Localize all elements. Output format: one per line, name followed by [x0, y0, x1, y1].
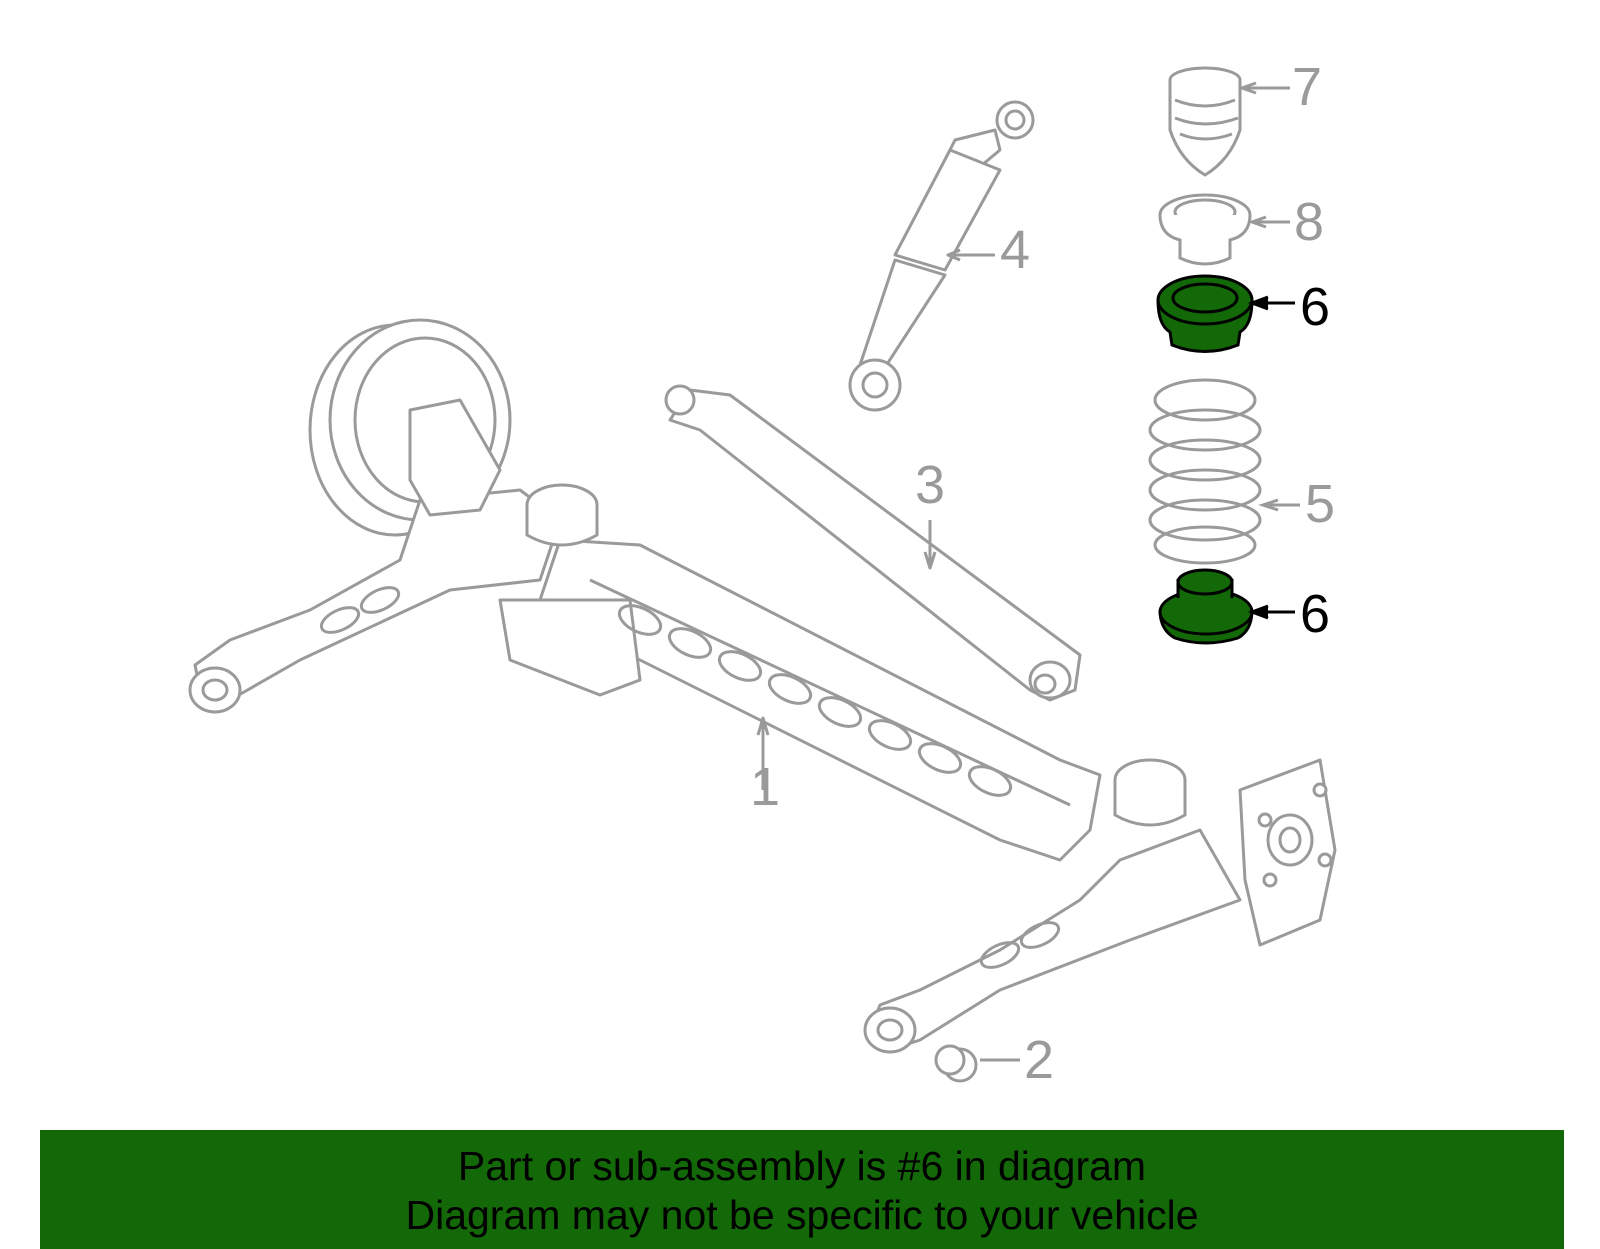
callout-4: 4	[1000, 220, 1030, 280]
nut-part	[934, 1044, 1020, 1083]
callout-8: 8	[1294, 192, 1324, 252]
upper-insulator-part	[1158, 193, 1290, 266]
callout-1: 1	[750, 757, 780, 817]
shock-absorber-part	[848, 100, 1035, 412]
coil-spring-part	[1148, 378, 1300, 565]
axle-beam-part	[188, 318, 1337, 1054]
callout-2: 2	[1024, 1030, 1054, 1090]
callout-3: 3	[915, 455, 945, 515]
banner-line-part-number: Part or sub-assembly is #6 in diagram	[457, 1143, 1147, 1189]
info-banner: Part or sub-assembly is #6 in diagram Di…	[40, 1130, 1564, 1249]
banner-line-disclaimer: Diagram may not be specific to your vehi…	[405, 1192, 1199, 1238]
callout-7: 7	[1292, 57, 1322, 117]
callout-6-upper: 6	[1300, 277, 1330, 337]
spring-insulator-lower-highlighted	[1158, 568, 1295, 645]
callout-5: 5	[1305, 474, 1335, 534]
bump-stop-part	[1168, 66, 1290, 177]
spring-insulator-upper-highlighted	[1156, 274, 1295, 353]
callout-6-lower: 6	[1300, 584, 1330, 644]
lateral-link-part	[664, 384, 1082, 702]
